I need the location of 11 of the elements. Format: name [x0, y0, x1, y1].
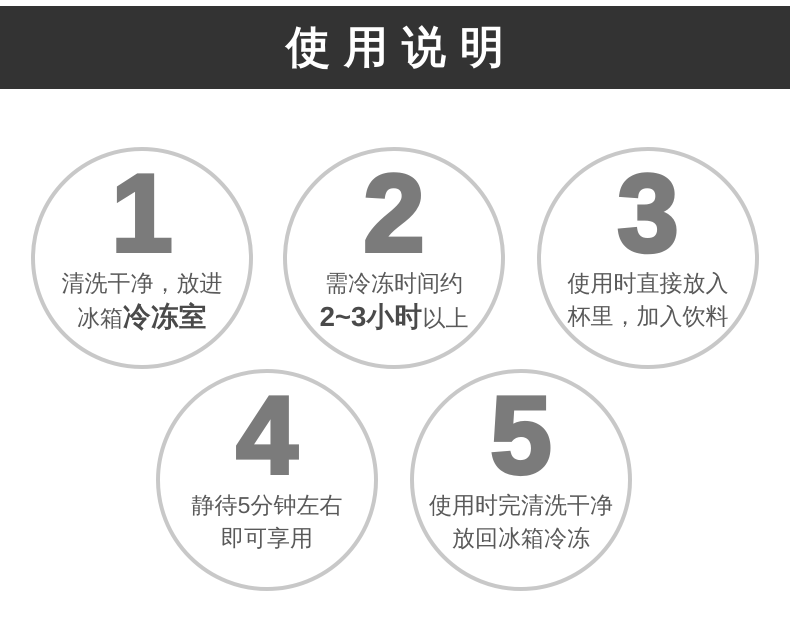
step-number: 4 [236, 392, 298, 480]
step-number: 2 [363, 170, 425, 258]
step-text: 静待5分钟左右即可享用 [190, 491, 344, 553]
title-bar: 使用说明 [0, 6, 790, 89]
step-text: 使用时完清洗干净放回冰箱冷冻 [428, 491, 614, 553]
step-number: 3 [617, 170, 679, 258]
step-text: 使用时直接放入杯里，加入饮料 [566, 269, 730, 331]
step-number: 1 [111, 170, 173, 258]
step-number: 5 [490, 392, 552, 480]
step-text: 需冷冻时间约2~3小时以上 [318, 269, 470, 334]
step-text: 清洗干净，放进冰箱冷冻室 [60, 269, 224, 334]
